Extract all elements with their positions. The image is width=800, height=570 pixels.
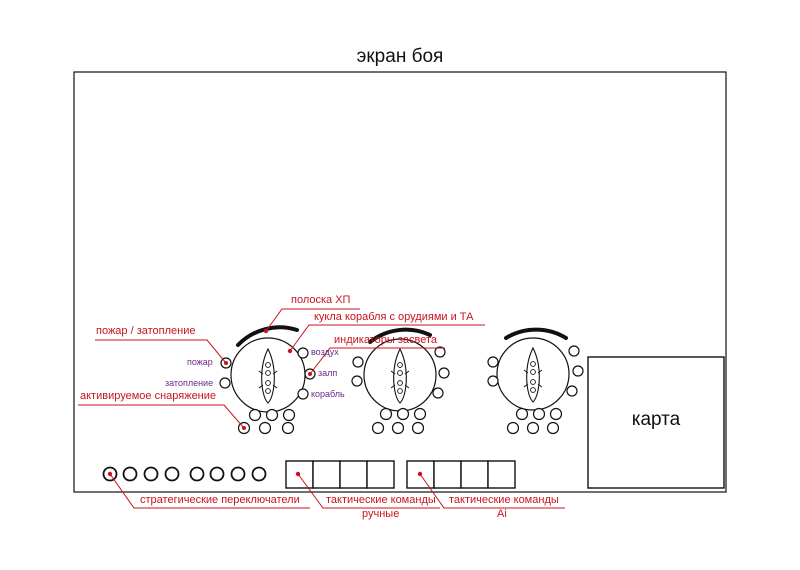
label-salvo: залп — [318, 368, 338, 378]
ship-card-3[interactable] — [487, 327, 584, 435]
label-hp-bar: полоска ХП — [291, 294, 351, 306]
ship-doll-icon — [390, 347, 410, 404]
ship-card-1[interactable] — [219, 325, 316, 435]
label-flooding: затопление — [165, 378, 214, 388]
detection-air-indicator — [568, 345, 580, 357]
tactical-commands-ai — [406, 460, 516, 489]
consumable-slot[interactable] — [396, 407, 410, 421]
detection-ship-indicator — [566, 385, 578, 397]
strategic-switch[interactable] — [209, 466, 225, 482]
detection-air-indicator — [434, 346, 446, 358]
flooding-indicator — [219, 377, 231, 389]
battle-screen-frame — [73, 71, 727, 493]
strategic-switch[interactable] — [230, 466, 246, 482]
consumable-slot[interactable] — [379, 407, 393, 421]
ship-card-2[interactable] — [351, 327, 450, 435]
tactical-command-slot[interactable] — [460, 460, 489, 489]
consumable-slot[interactable] — [281, 421, 295, 435]
label-ship-doll: кукла корабля с орудиями и ТА — [314, 311, 474, 323]
screen-title: экран боя — [356, 46, 444, 67]
ship-doll-icon — [523, 346, 543, 403]
tactical-command-slot[interactable] — [433, 460, 462, 489]
flooding-indicator — [351, 375, 363, 387]
strategic-switches — [102, 466, 267, 482]
consumable-slot[interactable] — [265, 408, 279, 422]
consumable-slot[interactable] — [413, 407, 427, 421]
consumable-slot[interactable] — [371, 421, 385, 435]
detection-ship-indicator — [297, 388, 309, 400]
label-air: воздух — [311, 347, 339, 357]
label-fire: пожар — [187, 357, 213, 367]
detection-ship-indicator — [432, 387, 444, 399]
consumable-slot[interactable] — [411, 421, 425, 435]
consumable-slot[interactable] — [515, 407, 529, 421]
fire-indicator — [352, 356, 364, 368]
flooding-indicator — [487, 375, 499, 387]
strategic-switch[interactable] — [164, 466, 180, 482]
ship-dial[interactable] — [496, 337, 570, 411]
label-tactical-manual-sub: ручные — [362, 508, 400, 520]
label-strategic: стратегические переключатели — [140, 494, 300, 506]
strategic-switch[interactable] — [143, 466, 159, 482]
detection-air-indicator — [297, 347, 309, 359]
ship-doll-icon — [258, 347, 278, 404]
tactical-commands-manual — [285, 460, 395, 489]
consumable-slots — [506, 407, 563, 435]
detection-salvo-indicator — [438, 367, 450, 379]
tactical-command-slot[interactable] — [312, 460, 341, 489]
fire-indicator — [487, 356, 499, 368]
hp-bar — [368, 327, 432, 344]
tactical-command-slot[interactable] — [487, 460, 516, 489]
map-label: карта — [631, 409, 681, 430]
label-tactical-ai: тактические команды — [449, 494, 559, 506]
annotation-leaders — [78, 308, 565, 509]
strategic-switch[interactable] — [122, 466, 138, 482]
label-detection: индикаторы засвета — [334, 334, 437, 346]
detection-salvo-indicator — [572, 365, 584, 377]
consumable-slot[interactable] — [549, 407, 563, 421]
map-panel[interactable] — [587, 356, 725, 489]
strategic-switch[interactable] — [189, 466, 205, 482]
consumable-slot[interactable] — [391, 421, 405, 435]
consumable-slot[interactable] — [248, 408, 262, 422]
label-ship: корабль — [311, 389, 345, 399]
consumable-slot[interactable] — [258, 421, 272, 435]
consumable-slots — [237, 408, 296, 435]
strategic-switch[interactable] — [251, 466, 267, 482]
consumable-slot[interactable] — [532, 407, 546, 421]
consumable-slot[interactable] — [282, 408, 296, 422]
consumable-slot[interactable] — [546, 421, 560, 435]
consumable-slots — [371, 407, 427, 435]
tactical-command-slot[interactable] — [366, 460, 395, 489]
label-tactical-manual: тактические команды — [326, 494, 436, 506]
label-tactical-ai-sub: Ai — [497, 508, 507, 520]
label-fire-flood: пожар / затопление — [96, 325, 196, 337]
consumable-slot[interactable] — [526, 421, 540, 435]
tactical-command-slot[interactable] — [339, 460, 368, 489]
label-consumables: активируемое снаряжение — [80, 390, 217, 402]
consumable-slot[interactable] — [506, 421, 520, 435]
hp-bar — [504, 327, 568, 340]
